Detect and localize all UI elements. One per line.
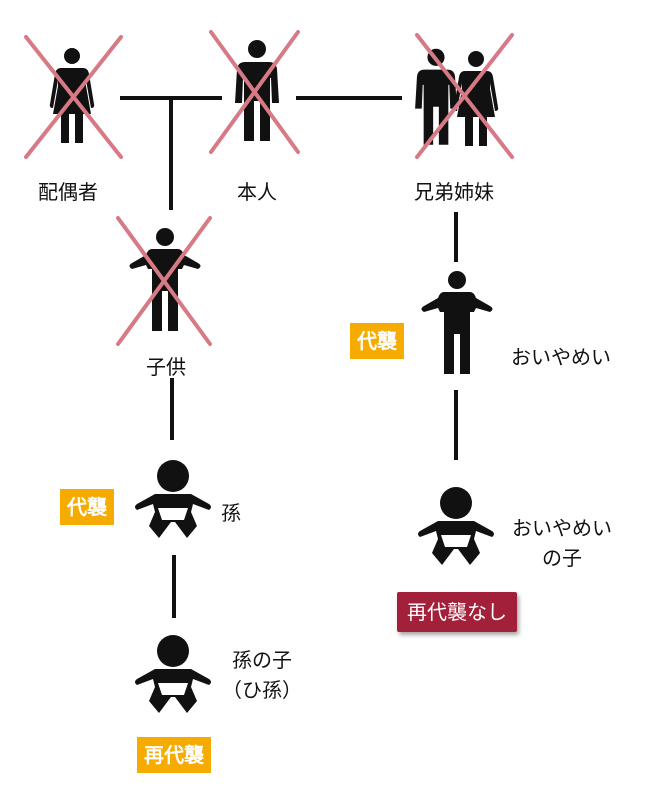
cross-mark-icon	[24, 35, 123, 159]
no-sai-daishu-badge: 再代襲なし	[397, 592, 517, 632]
nephew-niece-label: おいやめい	[511, 345, 611, 369]
man-woman-icon	[415, 48, 499, 146]
baby-icon	[135, 635, 211, 713]
self-label: 本人	[237, 180, 277, 204]
nephew-niece-child-label: おいやめい の子	[512, 516, 612, 570]
daishu-badge: 代襲	[60, 489, 114, 525]
grandchild-label: 孫	[221, 501, 241, 525]
spouse-label: 配偶者	[38, 180, 98, 204]
daishu-badge: 代襲	[350, 323, 404, 359]
cross-mark-icon	[116, 216, 212, 346]
siblings-label: 兄弟姉妹	[414, 180, 494, 204]
sai-daishu-badge: 再代襲	[137, 737, 211, 773]
baby-icon	[418, 487, 494, 565]
great-grandchild-label: 孫の子 （ひ孫）	[222, 648, 302, 702]
cross-mark-icon	[415, 33, 514, 159]
cross-mark-icon	[209, 30, 300, 154]
child-label: 子供	[146, 355, 186, 379]
baby-icon	[135, 460, 211, 538]
person-icon	[421, 271, 493, 374]
